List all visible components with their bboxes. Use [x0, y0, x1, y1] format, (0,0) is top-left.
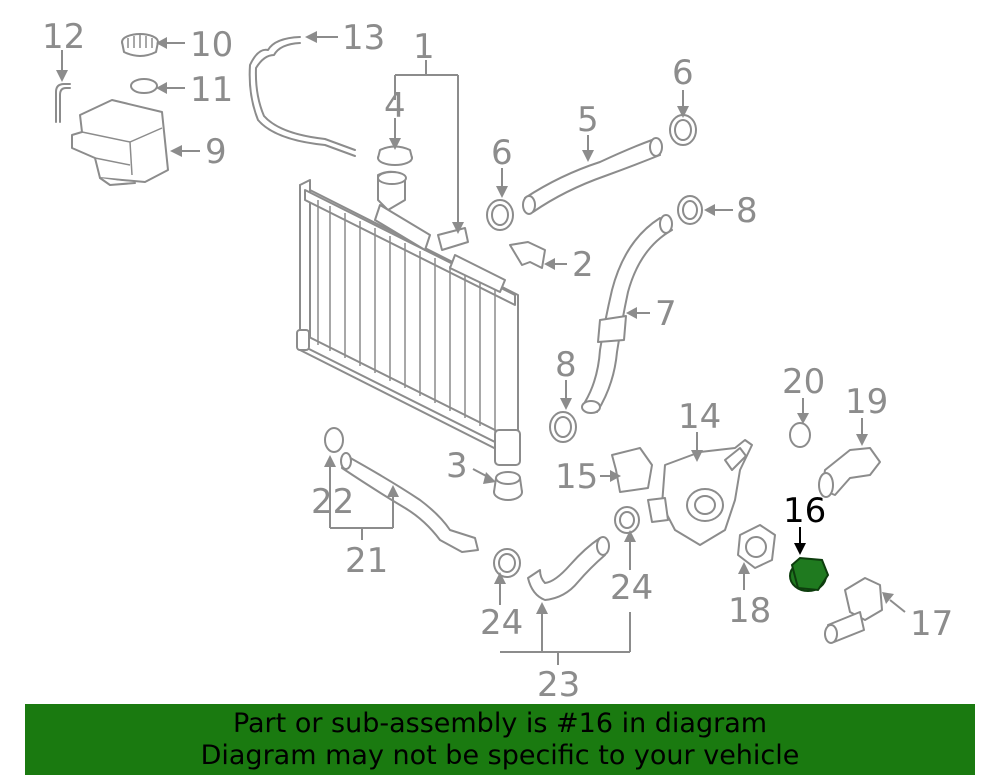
callout-5: 5 — [577, 100, 599, 140]
radiator — [296, 170, 521, 466]
water-outlet — [647, 439, 753, 546]
thermostat-housing — [824, 577, 883, 644]
drain-bracket — [509, 241, 546, 269]
banner-line-disclaimer: Diagram may not be specific to your vehi… — [200, 739, 800, 771]
banner-line-part: Part or sub-assembly is #16 in diagram — [232, 707, 768, 739]
reservoir-tank — [71, 99, 169, 186]
callout-1: 1 — [413, 27, 435, 67]
callout-7: 7 — [655, 294, 677, 334]
bypass-pipe — [340, 452, 479, 553]
gasket-15 — [611, 447, 653, 493]
upper-hose — [522, 137, 663, 215]
callout-18: 18 — [728, 591, 771, 631]
hose-clamp-6a — [486, 199, 514, 231]
callout-2: 2 — [572, 245, 594, 285]
callout-16-highlighted: 16 — [783, 491, 826, 531]
lower-hose — [581, 214, 673, 414]
callout-11: 11 — [190, 70, 233, 110]
info-banner: Part or sub-assembly is #16 in diagram D… — [25, 704, 975, 775]
callout-12: 12 — [42, 17, 85, 57]
callout-24a: 24 — [480, 603, 523, 643]
leader-lines — [56, 31, 906, 665]
callout-13: 13 — [342, 18, 385, 58]
overflow-hose — [248, 36, 356, 157]
parts-diagram: 1 4 10 11 12 13 9 5 6 6 8 2 7 8 3 14 15 … — [42, 17, 953, 700]
callout-14: 14 — [678, 397, 721, 437]
callout-8b: 8 — [555, 345, 577, 385]
callout-15: 15 — [555, 457, 598, 497]
thermostat-highlighted — [789, 556, 830, 592]
callout-9: 9 — [205, 132, 227, 172]
reservoir-bracket — [55, 83, 71, 123]
callout-4: 4 — [384, 86, 406, 126]
callout-19: 19 — [845, 382, 888, 422]
callout-20: 20 — [782, 362, 825, 402]
callout-8a: 8 — [736, 191, 758, 231]
callout-labels: 1 4 10 11 12 13 9 5 6 6 8 2 7 8 3 14 15 … — [42, 17, 953, 700]
callout-17: 17 — [910, 604, 953, 644]
callout-6b: 6 — [672, 53, 694, 93]
o-ring-20 — [789, 422, 811, 448]
o-ring-22 — [324, 427, 344, 453]
hose-clamp-6b — [669, 114, 697, 146]
reservoir-cap — [121, 33, 159, 57]
callout-24b: 24 — [610, 568, 653, 608]
hose-clamp-8a — [677, 195, 703, 225]
callout-22: 22 — [311, 482, 354, 522]
callout-23: 23 — [537, 665, 580, 700]
radiator-mount — [493, 471, 523, 501]
callout-6a: 6 — [491, 133, 513, 173]
water-pipe — [818, 447, 881, 498]
callout-21: 21 — [345, 541, 388, 581]
hose-clamp-8b — [549, 411, 577, 443]
callout-10: 10 — [190, 25, 233, 65]
callout-3: 3 — [446, 446, 468, 486]
reservoir-o-ring — [130, 78, 158, 94]
gasket-18 — [737, 524, 776, 569]
hose-clamp-24a — [493, 548, 521, 578]
hose-clamp-24b — [614, 506, 640, 534]
bypass-hose — [527, 536, 610, 601]
